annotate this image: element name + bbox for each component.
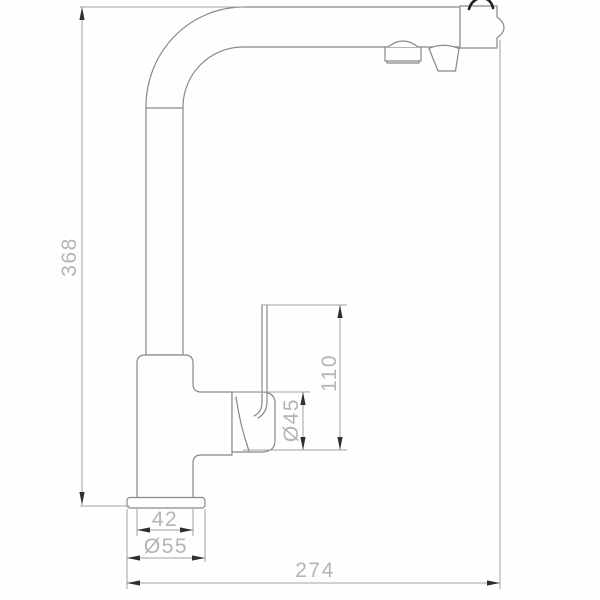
- dimension-base-diameter: Ø55: [127, 509, 206, 562]
- dim-label-spout-reach: 274: [295, 559, 335, 582]
- handle-face-line: [235, 396, 250, 452]
- arrow-down-icon: [337, 437, 343, 450]
- spout-head: [459, 5, 505, 49]
- dim-label-lever-height: 110: [318, 354, 341, 392]
- arrow-up-icon: [300, 392, 306, 405]
- arrow-up-icon: [337, 305, 343, 318]
- spout-tube: [145, 6, 461, 356]
- arrow-right-icon: [180, 527, 193, 533]
- dim-label-body-width: 42: [152, 508, 178, 531]
- arrow-right-icon: [487, 580, 500, 586]
- arrow-left-icon: [137, 527, 150, 533]
- dimension-handle-diameter: Ø45: [233, 391, 310, 450]
- dim-label-base-diameter: Ø55: [144, 535, 188, 558]
- dim-label-handle-diameter: Ø45: [280, 398, 303, 442]
- faucet-body: [136, 354, 233, 499]
- side-handle: [231, 391, 276, 453]
- dim-label-total-height: 368: [58, 237, 81, 277]
- handle-lever-rod-edge: [257, 304, 268, 419]
- faucet-outline: [126, 0, 505, 509]
- dimension-total-height: 368: [58, 6, 244, 507]
- dimension-spout-reach: 274: [126, 40, 501, 589]
- dimension-lever-height: 110: [243, 304, 347, 451]
- head-lever-icon: [467, 0, 495, 11]
- arrow-left-icon: [127, 580, 140, 586]
- handle-lever-rod: [253, 304, 263, 417]
- base-flange: [126, 496, 206, 509]
- arrow-left-icon: [127, 555, 140, 561]
- diverter-dome: [387, 40, 419, 48]
- arrow-down-icon: [300, 437, 306, 450]
- aerator-nozzle: [428, 44, 460, 72]
- arrow-up-icon: [79, 7, 85, 20]
- diverter-skirt: [384, 46, 422, 62]
- dimension-body-width: 42: [136, 508, 194, 536]
- diverter-skirt-lip: [386, 60, 420, 64]
- arrow-right-icon: [192, 555, 205, 561]
- arrow-down-icon: [79, 492, 85, 505]
